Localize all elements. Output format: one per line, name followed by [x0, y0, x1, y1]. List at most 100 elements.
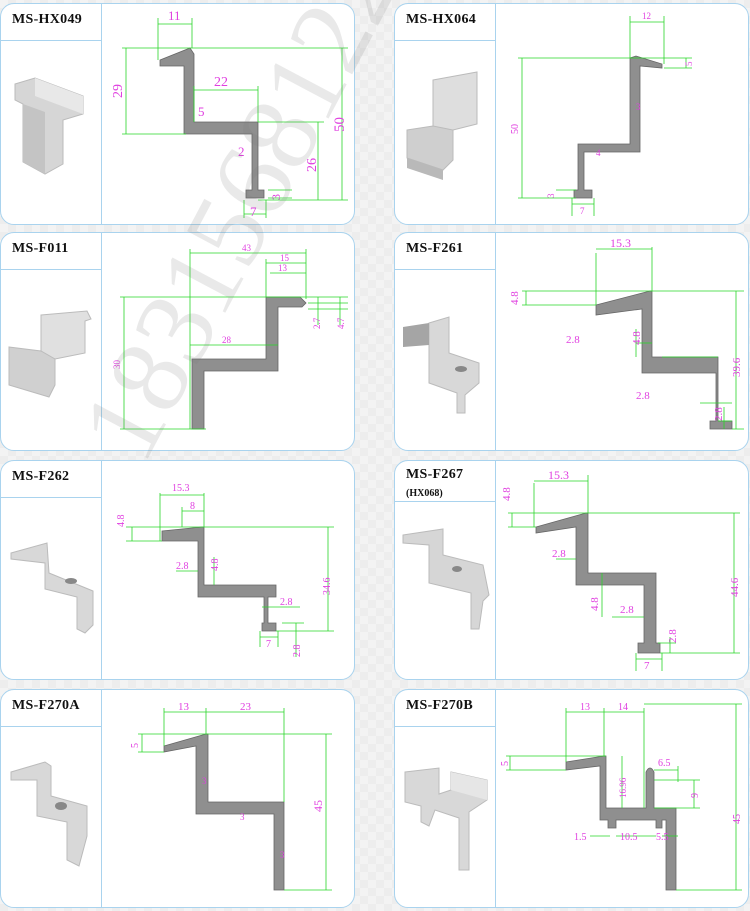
dim-label: 16.96 — [618, 777, 628, 798]
dim-label: 6.5 — [658, 758, 671, 769]
dim-label: 4.8 — [509, 291, 521, 305]
title-divider — [1, 497, 101, 498]
profile-shape — [191, 296, 307, 430]
dim-label: 5 — [130, 743, 141, 748]
product-photo — [406, 71, 478, 180]
product-title: MS-F270A — [12, 698, 80, 713]
profile-drawing: 15.3 8 4.8 2.8 4.8 34.6 2.8 7 2.8 — [116, 483, 334, 658]
profile-drawing: 12 5 50 3 4 3 7 — [510, 11, 694, 216]
dim-label: 3 — [202, 776, 207, 786]
dim-label: 12 — [642, 11, 651, 21]
dim-label: 2.8 — [713, 407, 725, 421]
dim-label: 3 — [546, 193, 556, 198]
profile-shape — [565, 755, 677, 891]
dim-label: 15 — [280, 253, 290, 263]
dim-label: 14 — [618, 702, 628, 713]
profile-drawing: 13 23 5 3 3 45 3 — [130, 701, 332, 891]
dim-label: 3 — [280, 850, 285, 860]
dim-label: 2 — [238, 144, 245, 159]
dim-label: 26 — [305, 158, 320, 172]
dim-label: 2.8 — [667, 629, 679, 643]
product-card-ms-f261: MS-F261 15.3 4.8 2.8 4.8 39.6 2.8 2.8 — [394, 232, 749, 451]
product-title: MS-F262 — [12, 469, 70, 484]
title-divider — [1, 269, 101, 270]
dim-label: 2.7 — [312, 317, 322, 329]
product-title: MS-F270B — [406, 698, 473, 713]
dim-label: 23 — [240, 701, 252, 713]
product-photo — [403, 316, 480, 414]
dim-label: 2.8 — [552, 548, 566, 560]
dim-label: 44.6 — [729, 577, 741, 597]
dim-label: 39.6 — [731, 357, 743, 377]
dim-label: 15.3 — [172, 483, 190, 494]
dim-label: 2.8 — [566, 334, 580, 346]
dim-label: 3 — [636, 102, 641, 112]
product-title: MS-HX064 — [406, 12, 477, 27]
column-divider — [101, 461, 102, 679]
dim-label: 3 — [269, 194, 283, 200]
dim-label: 45 — [732, 814, 743, 824]
dim-label: 4.7 — [336, 317, 346, 329]
dim-label: 50 — [510, 124, 521, 134]
profile-shape — [573, 55, 663, 199]
dim-label: 22 — [214, 75, 228, 90]
profile-shape — [161, 526, 277, 632]
dim-label: 15.3 — [610, 236, 631, 250]
dim-label: 5 — [684, 61, 694, 66]
title-divider — [1, 726, 101, 727]
profile-drawing: 13 14 5 6.5 16.96 9 1.5 10.5 5.5 45 — [500, 702, 743, 891]
dim-label: 29 — [111, 84, 126, 98]
dim-label: 1.5 — [574, 832, 587, 843]
title-divider — [1, 40, 101, 41]
product-photo — [14, 77, 84, 175]
dim-label: 5 — [500, 761, 511, 766]
dim-label: 43 — [242, 243, 252, 253]
column-divider — [495, 690, 496, 907]
product-photo — [8, 310, 92, 398]
product-card-ms-f270b: MS-F270B 13 14 5 6.5 16.96 9 1.5 10.5 5.… — [394, 689, 749, 908]
title-divider — [395, 40, 495, 41]
dim-label: 7 — [250, 204, 257, 219]
title-divider — [395, 501, 495, 502]
dim-label: 3 — [240, 812, 245, 822]
dim-label: 50 — [332, 117, 348, 132]
product-title: MS-HX049 — [12, 12, 83, 27]
product-title: MS-F261 — [406, 241, 464, 256]
dim-label: 34.6 — [322, 578, 333, 596]
product-title: MS-F267 — [406, 467, 464, 482]
dim-label: 13 — [178, 701, 190, 713]
product-card-ms-f270a: MS-F270A 13 23 5 3 3 45 3 — [0, 689, 355, 908]
profile-drawing: 43 15 13 28 2.7 4.7 30 — [112, 243, 348, 430]
dim-label: 13 — [580, 702, 590, 713]
dim-label: 4.8 — [501, 487, 513, 501]
product-subtitle: (HX068) — [406, 488, 443, 499]
dim-label: 4 — [596, 148, 601, 158]
title-divider — [395, 269, 495, 270]
dim-label: 2.8 — [636, 390, 650, 402]
dim-label: 4.8 — [589, 597, 601, 611]
column-divider — [495, 4, 496, 224]
product-card-ms-hx064: MS-HX064 12 5 50 3 4 3 7 — [394, 3, 749, 225]
product-card-ms-f267: MS-F267 (HX068) 15.3 4.8 2.8 44.6 4.8 2.… — [394, 460, 749, 680]
profile-shape — [535, 512, 661, 654]
title-divider — [395, 726, 495, 727]
dim-label: 7 — [644, 660, 650, 672]
product-card-ms-f011: MS-F011 43 15 13 28 2.7 4.7 30 — [0, 232, 355, 451]
product-photo — [402, 528, 490, 630]
column-divider — [101, 690, 102, 907]
profile-shape — [159, 47, 265, 199]
dim-label: 2.8 — [620, 604, 634, 616]
dim-label: 11 — [168, 8, 181, 23]
dim-label: 7 — [266, 639, 271, 650]
column-divider — [101, 233, 102, 450]
profile-shape — [595, 290, 733, 430]
dim-label: 2.8 — [292, 645, 303, 658]
product-card-ms-f262: MS-F262 15.3 8 4.8 2.8 4.8 34.6 2.8 7 2.… — [0, 460, 355, 680]
dim-label: 4.8 — [116, 515, 127, 528]
column-divider — [495, 233, 496, 450]
dim-label: 15.3 — [548, 468, 569, 482]
profile-shape — [163, 733, 285, 891]
product-card-ms-hx049: MS-HX049 11 29 22 5 2 26 50 3 7 — [0, 3, 355, 225]
dim-label: 2.8 — [280, 597, 293, 608]
product-photo — [10, 542, 94, 634]
